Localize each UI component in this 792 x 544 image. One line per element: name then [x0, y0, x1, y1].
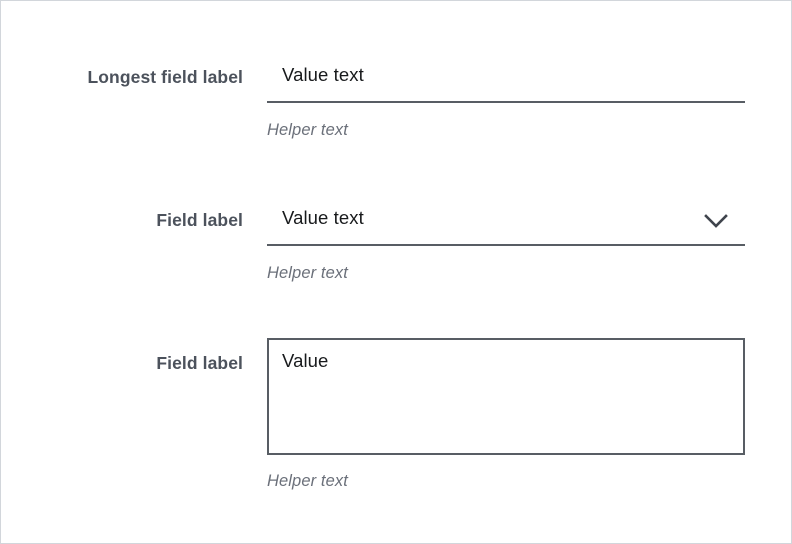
helper-text-text-input: Helper text [267, 121, 348, 139]
helper-text-select: Helper text [267, 264, 348, 282]
field-label-text-input: Longest field label [87, 67, 243, 87]
select-control: Value text [267, 204, 745, 246]
text-input-control: Value text [267, 61, 745, 103]
field-label-textarea: Field label [156, 353, 243, 373]
textarea-input[interactable]: Value [267, 338, 745, 455]
text-input[interactable]: Value text [267, 61, 745, 103]
field-label-select: Field label [156, 210, 243, 230]
chevron-down-icon[interactable] [703, 212, 729, 230]
text-input-value: Value text [282, 64, 364, 85]
helper-text-textarea: Helper text [267, 472, 348, 490]
select-value: Value text [282, 207, 364, 228]
textarea-value: Value [282, 350, 329, 371]
textarea-control: Value [267, 338, 745, 455]
select-input[interactable]: Value text [267, 204, 745, 246]
